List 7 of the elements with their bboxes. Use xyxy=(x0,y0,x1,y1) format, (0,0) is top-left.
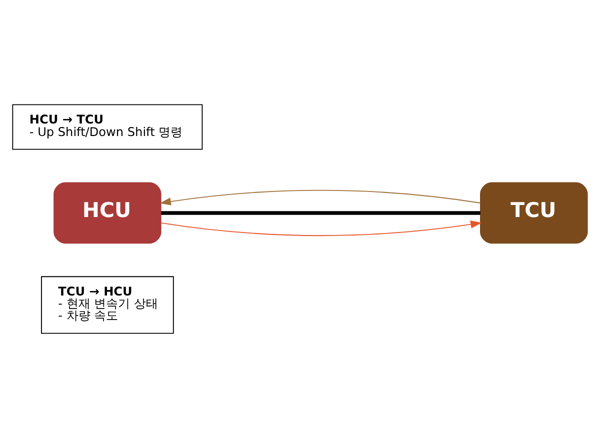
node-box: HCU xyxy=(54,182,162,244)
arrow xyxy=(160,190,481,206)
node-box: HCU → TCU - Up Shift/Down Shift 명령 xyxy=(12,104,203,150)
node-box: TCU xyxy=(480,182,588,244)
connector xyxy=(161,211,480,215)
arrow xyxy=(160,220,482,236)
node-box: TCU → HCU - 현재 변속기 상태 - 차량 속도 xyxy=(41,276,174,334)
